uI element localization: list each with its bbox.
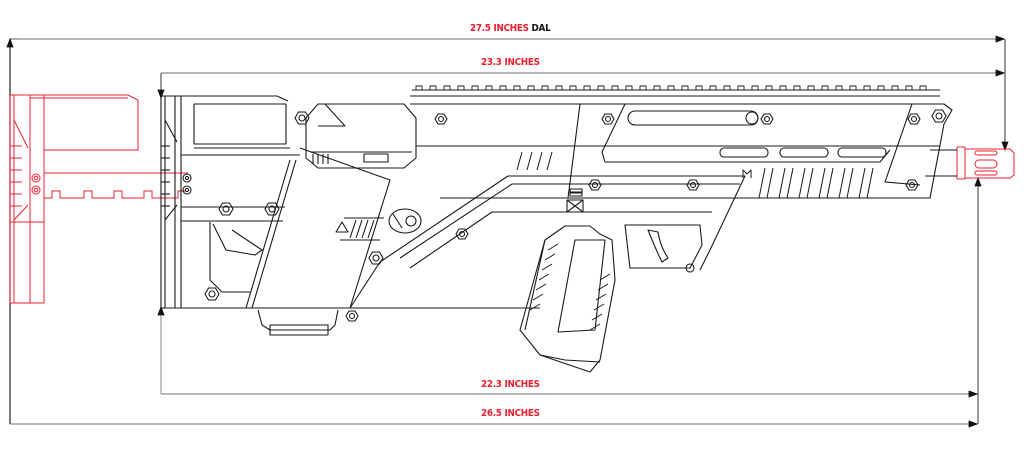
rifle-body (160, 85, 957, 373)
extended-stock (9, 94, 188, 304)
dimension-label-upper: 23.3 INCHES (481, 57, 540, 68)
dimension-label-total: 26.5 INCHES (481, 408, 540, 419)
dimension-label-overall: 27.5 INCHES DAL (470, 23, 551, 34)
dimension-label-body: 22.3 INCHES (481, 379, 540, 390)
dimension-value: 27.5 INCHES (470, 23, 529, 34)
dimension-lines (6, 35, 1009, 428)
dimension-suffix: DAL (531, 23, 551, 34)
hex-bolts (204, 109, 947, 322)
muzzle-device (956, 146, 1015, 180)
